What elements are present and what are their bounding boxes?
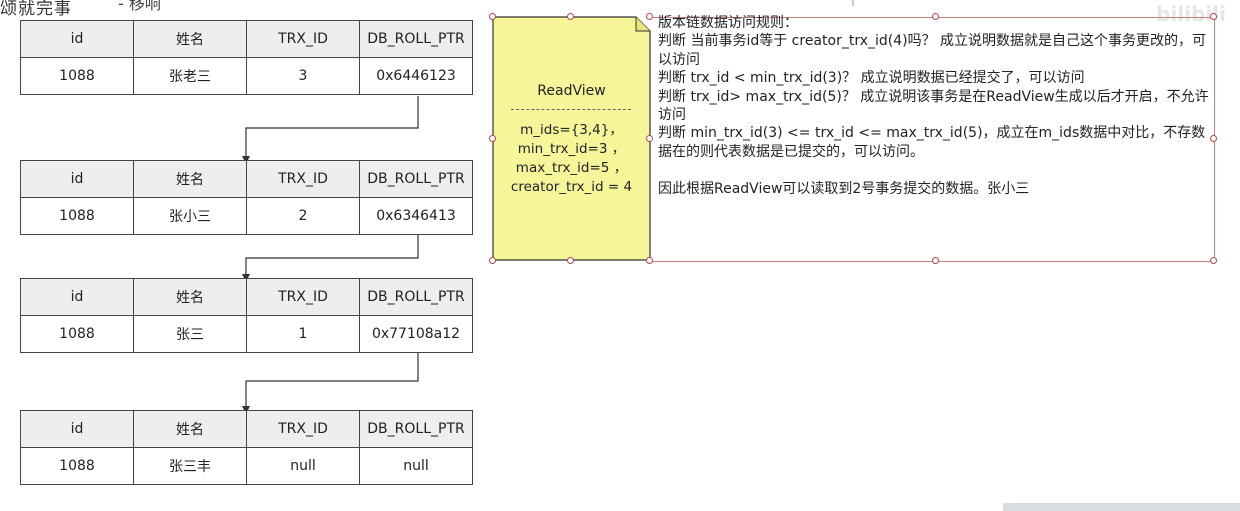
- record-table-1: id 姓名 TRX_ID DB_ROLL_PTR 1088 张老三 3 0x64…: [20, 20, 473, 95]
- connector-3-to-4: [242, 353, 419, 414]
- cell-name: 张小三: [133, 197, 247, 235]
- cell-id: 1088: [20, 197, 134, 235]
- rules-conclusion: 因此根据ReadView可以读取到2号事务提交的数据。张小三: [658, 180, 1030, 197]
- header-db-roll-ptr: DB_ROLL_PTR: [359, 20, 473, 58]
- cell-id: 1088: [20, 57, 134, 95]
- header-name: 姓名: [133, 160, 247, 198]
- rule-range-check: 判断 min_trx_id(3) <= trx_id <= max_trx_id…: [658, 125, 1206, 160]
- cell-trx-id: 3: [246, 57, 360, 95]
- header-db-roll-ptr: DB_ROLL_PTR: [359, 160, 473, 198]
- top-caption-right: - 移响: [118, 0, 161, 13]
- cell-id: 1088: [20, 315, 134, 353]
- header-id: id: [20, 278, 134, 316]
- selection-handle[interactable]: [567, 13, 574, 20]
- header-db-roll-ptr: DB_ROLL_PTR: [359, 278, 473, 316]
- cell-trx-id: 1: [246, 315, 360, 353]
- header-id: id: [20, 160, 134, 198]
- selection-handle[interactable]: [489, 135, 496, 142]
- header-trx-id: TRX_ID: [246, 410, 360, 448]
- rules-text[interactable]: 版本链数据访问规则： 判断 当前事务id等于 creator_trx_id(4)…: [658, 14, 1214, 198]
- record-table-2: id 姓名 TRX_ID DB_ROLL_PTR 1088 张小三 2 0x63…: [20, 160, 473, 235]
- cell-db-roll-ptr: 0x77108a12: [359, 315, 473, 353]
- connector-1-to-2: [242, 96, 419, 164]
- cell-name: 张老三: [133, 57, 247, 95]
- bottom-right-panel-edge: [1003, 503, 1240, 511]
- readview-title: ReadView: [537, 83, 606, 99]
- cell-id: 1088: [20, 447, 134, 485]
- readview-max-trx-id: max_trx_id=5 ，: [515, 160, 628, 176]
- header-id: id: [20, 410, 134, 448]
- selection-handle[interactable]: [932, 13, 939, 20]
- header-trx-id: TRX_ID: [246, 278, 360, 316]
- rule-creator-check: 判断 当前事务id等于 creator_trx_id(4)吗？ 成立说明数据就是…: [658, 33, 1207, 68]
- header-trx-id: TRX_ID: [246, 20, 360, 58]
- readview-note[interactable]: ReadView m_ids={3,4}， min_trx_id=3 ， max…: [493, 17, 650, 260]
- selection-handle[interactable]: [646, 135, 653, 142]
- header-id: id: [20, 20, 134, 58]
- selection-handle[interactable]: [1210, 13, 1217, 20]
- readview-creator-trx-id: creator_trx_id = 4: [510, 179, 633, 195]
- record-table-3: id 姓名 TRX_ID DB_ROLL_PTR 1088 张三 1 0x771…: [20, 278, 473, 353]
- selection-handle[interactable]: [489, 257, 496, 264]
- cell-db-roll-ptr: 0x6446123: [359, 57, 473, 95]
- record-table-4: id 姓名 TRX_ID DB_ROLL_PTR 1088 张三丰 null n…: [20, 410, 473, 485]
- readview-note-shape: [492, 16, 651, 261]
- selection-handle[interactable]: [489, 13, 496, 20]
- selection-handle[interactable]: [1210, 257, 1217, 264]
- selection-handle[interactable]: [567, 257, 574, 264]
- cell-db-roll-ptr: 0x6346413: [359, 197, 473, 235]
- rule-max-check: 判断 trx_id> max_trx_id(5)？ 成立说明该事务是在ReadV…: [658, 88, 1209, 124]
- cell-trx-id: null: [246, 447, 360, 485]
- selection-handle[interactable]: [646, 13, 653, 20]
- readview-divider: [511, 109, 631, 110]
- rule-min-check: 判断 trx_id < min_trx_id(3)？ 成立说明数据已经提交了，可…: [658, 70, 1085, 87]
- header-name: 姓名: [133, 410, 247, 448]
- selection-handle[interactable]: [932, 257, 939, 264]
- readview-fields: m_ids={3,4}， min_trx_id=3 ， max_trx_id=5…: [493, 121, 650, 197]
- cell-db-roll-ptr: null: [359, 447, 473, 485]
- header-trx-id: TRX_ID: [246, 160, 360, 198]
- selection-handle[interactable]: [646, 257, 653, 264]
- connector-2-to-3: [242, 234, 419, 282]
- readview-min-trx-id: min_trx_id=3 ，: [517, 141, 626, 157]
- cell-trx-id: 2: [246, 197, 360, 235]
- top-caption-left: 颂就完事: [0, 0, 72, 19]
- readview-m-ids: m_ids={3,4}，: [520, 122, 623, 138]
- rules-spacer: [658, 161, 1214, 179]
- header-db-roll-ptr: DB_ROLL_PTR: [359, 410, 473, 448]
- readview-note-fold: [635, 17, 650, 32]
- cell-name: 张三: [133, 315, 247, 353]
- header-name: 姓名: [133, 278, 247, 316]
- selection-handle[interactable]: [1210, 135, 1217, 142]
- header-name: 姓名: [133, 20, 247, 58]
- cell-name: 张三丰: [133, 447, 247, 485]
- rules-heading: 版本链数据访问规则：: [658, 15, 798, 31]
